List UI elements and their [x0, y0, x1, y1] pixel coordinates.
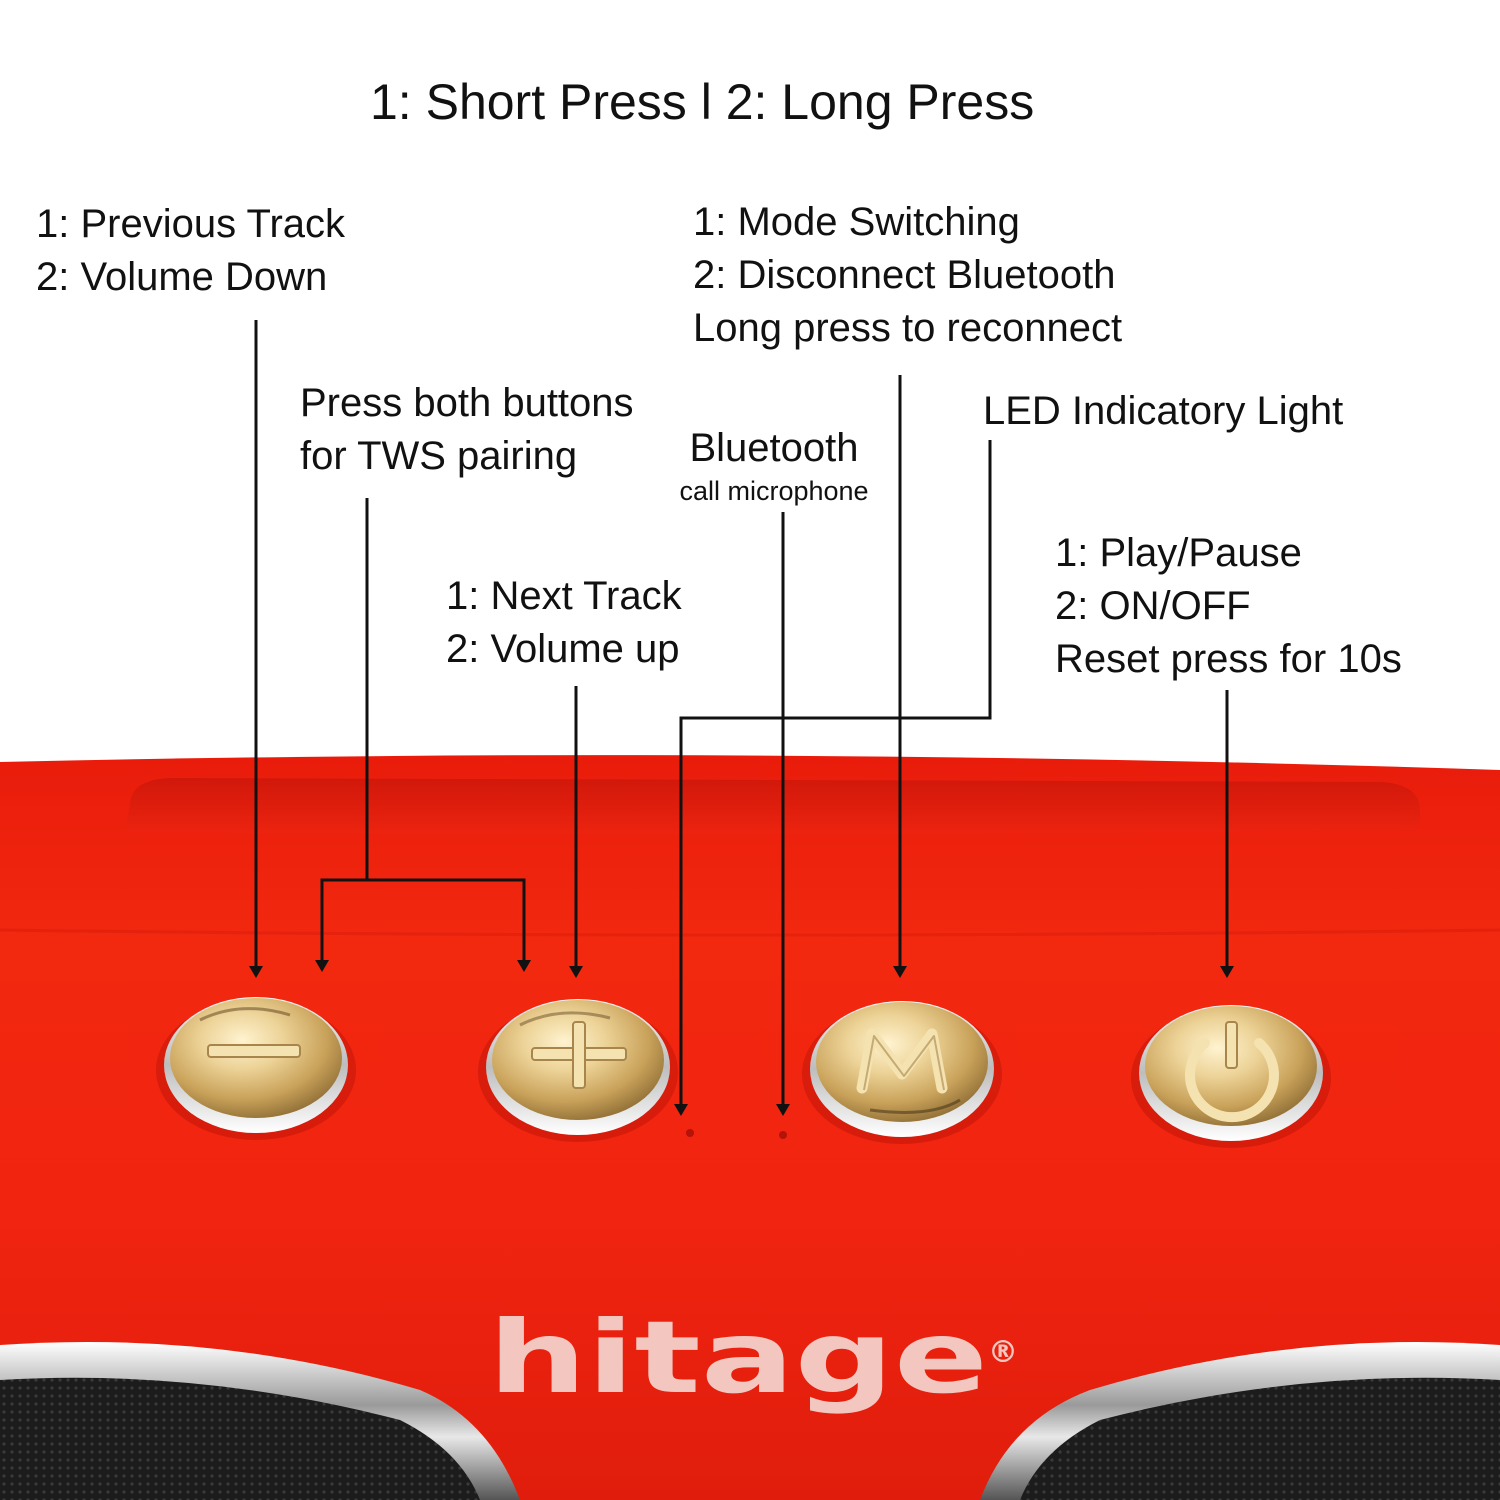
callout-tws-pairing: Press both buttons for TWS pairing	[300, 377, 634, 483]
led-dot	[686, 1129, 694, 1137]
volume-down-button-art	[164, 997, 348, 1133]
callout-led-line1: LED Indicatory Light	[983, 389, 1344, 433]
callout-mode-line2: 2: Disconnect Bluetooth	[693, 253, 1116, 297]
callout-mode-line1: 1: Mode Switching	[693, 200, 1020, 244]
callout-next-line1: 1: Next Track	[446, 574, 682, 618]
callout-led-indicator: LED Indicatory Light	[983, 385, 1343, 438]
callout-next-track: 1: Next Track 2: Volume up	[446, 570, 682, 676]
callout-mode-line3: Long press to reconnect	[693, 306, 1123, 350]
callout-power-line2: 2: ON/OFF	[1055, 584, 1251, 628]
plus-glyph	[531, 1021, 627, 1089]
mic-dot	[779, 1131, 787, 1139]
callout-previous-line2: 2: Volume Down	[36, 255, 328, 299]
callout-mic-line2: call microphone	[679, 476, 869, 506]
callout-mic-line1: Bluetooth	[689, 426, 859, 470]
callout-microphone: Bluetooth call microphone	[666, 422, 882, 507]
minus-glyph	[207, 1044, 301, 1058]
registered-mark: ®	[988, 1335, 1018, 1370]
callout-lines	[254, 320, 1229, 1107]
callout-tws-line1: Press both buttons	[300, 381, 634, 425]
callout-power: 1: Play/Pause 2: ON/OFF Reset press for …	[1055, 527, 1402, 686]
callout-power-line1: 1: Play/Pause	[1055, 531, 1302, 575]
brand-logo: hitage	[488, 1299, 988, 1416]
callout-next-line2: 2: Volume up	[446, 627, 680, 671]
callout-tws-line2: for TWS pairing	[300, 434, 578, 478]
callout-arrowheads	[249, 960, 1234, 1116]
callout-mode-switching: 1: Mode Switching 2: Disconnect Bluetoot…	[693, 196, 1122, 355]
page-title: 1: Short Press l 2: Long Press	[370, 74, 1035, 130]
callout-previous-line1: 1: Previous Track	[36, 202, 346, 246]
callout-power-line3: Reset press for 10s	[1055, 637, 1402, 681]
power-glyph	[1185, 1021, 1279, 1123]
callout-previous-track: 1: Previous Track 2: Volume Down	[36, 198, 345, 304]
